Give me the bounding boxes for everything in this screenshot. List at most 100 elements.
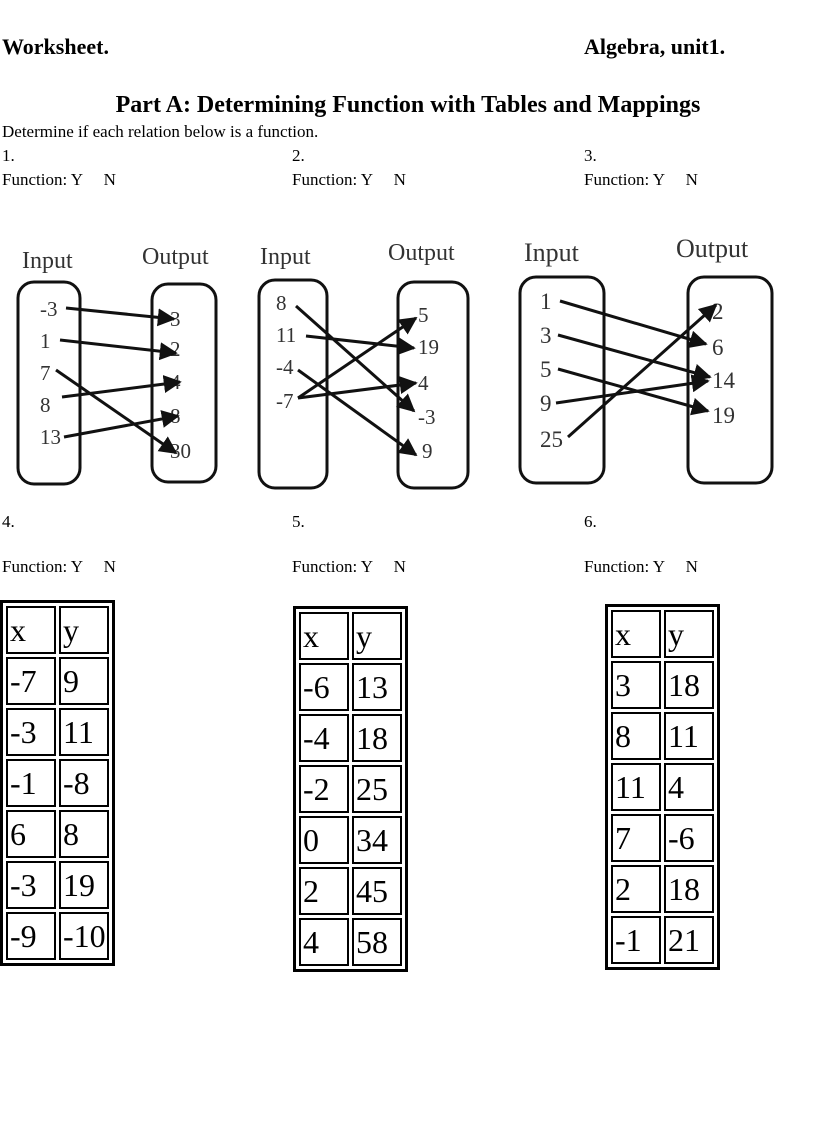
output-value: 6 [712, 335, 724, 360]
output-oval [150, 282, 218, 484]
table-cell-x: -3 [6, 708, 56, 756]
output-label: Output [142, 244, 209, 270]
input-value: 8 [40, 393, 51, 417]
input-oval [16, 280, 82, 486]
problem-1-function-choice: Function: Y N [2, 170, 116, 189]
input-value: 1 [40, 329, 51, 353]
table-cell-y: 11 [664, 712, 714, 760]
table-cell-y: 34 [352, 816, 402, 864]
table-header-x: x [299, 612, 349, 660]
worksheet-title: Worksheet. [2, 34, 109, 59]
table-cell-y: 58 [352, 918, 402, 966]
output-value: 14 [712, 368, 736, 393]
table-cell-x: 2 [611, 865, 661, 913]
problem-1-number: 1. [2, 146, 15, 165]
table-cell-x: -4 [299, 714, 349, 762]
table-cell-x: -1 [611, 916, 661, 964]
table-cell-y: 21 [664, 916, 714, 964]
table-cell-x: -6 [299, 663, 349, 711]
table-cell-x: 7 [611, 814, 661, 862]
table-header-row: x y [299, 612, 402, 660]
table-cell-x: 8 [611, 712, 661, 760]
input-value: 7 [40, 361, 51, 385]
input-value: 25 [540, 427, 563, 452]
table-cell-x: 6 [6, 810, 56, 858]
output-value: -3 [418, 405, 436, 429]
output-value: 2 [170, 337, 181, 361]
input-value: -7 [276, 389, 294, 413]
table-cell-y: 18 [352, 714, 402, 762]
table-cell-y: 11 [59, 708, 109, 756]
output-value: 2 [712, 299, 724, 324]
table-row: -1-8 [6, 759, 109, 807]
mapping-arrow [559, 299, 708, 349]
input-value: 11 [276, 323, 296, 347]
input-oval [257, 278, 329, 490]
table-header-row: x y [6, 606, 109, 654]
mapping-arrow [297, 376, 418, 400]
input-label: Input [524, 238, 580, 267]
input-value: 8 [276, 291, 287, 315]
table-cell-x: 4 [299, 918, 349, 966]
table-header-x: x [6, 606, 56, 654]
table-header-x: x [611, 610, 661, 658]
input-value: 1 [540, 289, 552, 314]
input-oval [518, 275, 606, 485]
table-cell-x: -9 [6, 912, 56, 960]
output-oval [686, 275, 774, 485]
mapping-arrow [557, 333, 712, 382]
instructions: Determine if each relation below is a fu… [2, 122, 319, 141]
table-cell-y: 18 [664, 865, 714, 913]
table-cell-x: -2 [299, 765, 349, 813]
table-cell-y: -8 [59, 759, 109, 807]
table-cell-y: 18 [664, 661, 714, 709]
problem-3-number: 3. [584, 146, 597, 165]
table-header-y: y [59, 606, 109, 654]
table-cell-x: -3 [6, 861, 56, 909]
input-label: Input [260, 244, 311, 270]
table-cell-y: 45 [352, 867, 402, 915]
problem-2-function-choice: Function: Y N [292, 170, 406, 189]
input-label: Input [22, 248, 73, 274]
mapping-arrow [61, 375, 182, 399]
mapping-arrow [557, 367, 710, 416]
table-cell-x: 3 [611, 661, 661, 709]
mapping-arrow [555, 374, 710, 405]
output-label: Output [676, 234, 749, 263]
problem-4-function-choice: Function: Y N [2, 557, 116, 576]
unit-title: Algebra, unit1. [584, 34, 726, 59]
input-value: 9 [540, 391, 552, 416]
output-value: 9 [422, 439, 433, 463]
table-row: 7-6 [611, 814, 714, 862]
table-cell-y: 8 [59, 810, 109, 858]
table-cell-y: 9 [59, 657, 109, 705]
problem-6-function-choice: Function: Y N [584, 557, 698, 576]
mapping-arrow [65, 306, 176, 327]
mapping-diagram-3: Input Output 1 3 5 9 25 2 6 14 19 [518, 234, 774, 485]
input-value: 5 [540, 357, 552, 382]
input-value: 3 [540, 323, 552, 348]
table-row: -9-10 [6, 912, 109, 960]
output-value: 19 [712, 403, 735, 428]
table-cell-x: -7 [6, 657, 56, 705]
input-value: -4 [276, 355, 294, 379]
mapping-arrow [297, 316, 418, 400]
table-cell-x: -1 [6, 759, 56, 807]
mapping-arrow [55, 368, 178, 455]
table-cell-y: 13 [352, 663, 402, 711]
problem-3-function-choice: Function: Y N [584, 170, 698, 189]
output-value: 5 [418, 303, 429, 327]
